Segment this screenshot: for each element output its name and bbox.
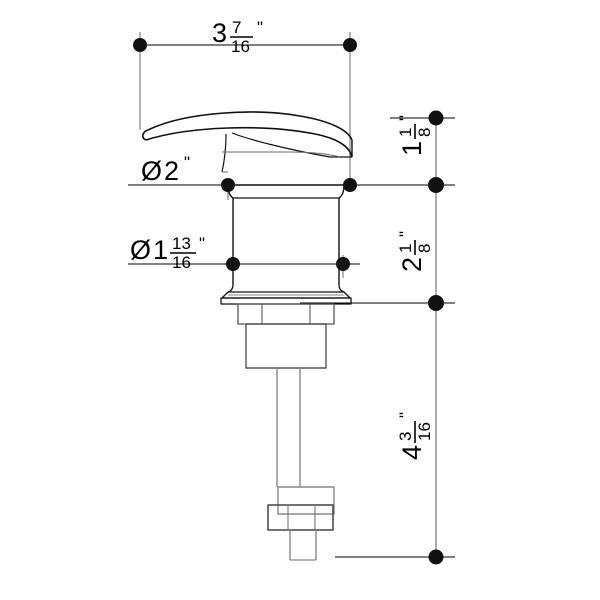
dim-dot-top-left: [133, 38, 147, 52]
label-body-height: 2 1 8 ": [396, 231, 434, 272]
label-overall-width: 3 7 16 ": [212, 18, 263, 56]
lock-nut-body: [267, 504, 334, 531]
lower-diameter-denominator: 16: [172, 253, 191, 272]
body-height-denominator: 8: [415, 244, 434, 253]
handle-bottom-edge: [145, 126, 353, 158]
handle-top-edge: [147, 111, 353, 141]
handle-ridge-line: [222, 151, 341, 158]
dim-dot-handle-top: [428, 110, 444, 126]
lower-sleeve: [277, 486, 335, 515]
body-height-numerator: 1: [396, 244, 415, 253]
handle-height-numerator: 1: [396, 128, 415, 137]
shank-length-inch-mark: ": [396, 412, 415, 418]
overall-width-numerator: 7: [232, 18, 241, 37]
part-geometry: [142, 111, 353, 561]
escutcheon-flange: [220, 291, 352, 305]
cylindrical-body: [227, 184, 345, 293]
upper-diameter-symbol: Ø: [141, 156, 162, 186]
overall-width-inch-mark: ": [257, 18, 263, 37]
collar-body: [245, 323, 327, 369]
body-height-inch-mark: ": [396, 231, 415, 237]
overall-width-denominator: 16: [231, 37, 250, 56]
lower-diameter-numerator: 13: [172, 234, 191, 253]
dim-dot-lower-dia-right: [336, 257, 350, 271]
label-lower-diameter: Ø 1 13 16 ": [130, 234, 205, 272]
dim-dot-upper-dia-right: [343, 178, 357, 192]
shank-length-whole: 4: [397, 445, 427, 460]
handle-neck-blend: [221, 133, 227, 173]
handle-left-tip: [142, 129, 149, 141]
dimension-markers: [133, 38, 444, 565]
lower-diameter-symbol: Ø: [130, 235, 151, 265]
label-handle-height: 1 1 8 ": [396, 115, 434, 156]
lower-diameter-inch-mark: ": [199, 234, 205, 253]
handle-inner-curve-1: [231, 132, 352, 158]
label-upper-diameter: Ø 2 ": [141, 153, 190, 186]
upper-diameter-inch-mark: ": [184, 153, 190, 172]
upper-diameter-value: 2: [164, 156, 179, 186]
dim-dot-top-right: [343, 38, 357, 52]
dim-dot-flange-level: [428, 295, 444, 311]
handle-height-whole: 1: [397, 141, 427, 156]
body-shoulder-right: [338, 184, 345, 199]
handle-height-inch-mark: ": [396, 115, 415, 121]
shank-length-denominator: 16: [415, 422, 434, 441]
lever-handle: [142, 111, 353, 173]
dim-dot-body-top: [428, 177, 444, 193]
overall-width-whole: 3: [212, 18, 227, 48]
tail-piece: [289, 530, 317, 561]
tail-sides: [289, 530, 317, 560]
dim-dot-bottom: [428, 549, 444, 565]
lower-diameter-whole: 1: [153, 235, 168, 265]
upper-collar: [245, 323, 327, 369]
body-height-whole: 2: [397, 257, 427, 272]
label-shank-length: 4 3 16 ": [396, 412, 434, 460]
lock-nut: [267, 504, 334, 531]
sleeve-body: [277, 486, 335, 515]
shank-length-numerator: 3: [396, 432, 415, 441]
body-shoulder-left: [227, 184, 234, 199]
handle-height-denominator: 8: [415, 128, 434, 137]
threaded-shank: [276, 368, 301, 487]
